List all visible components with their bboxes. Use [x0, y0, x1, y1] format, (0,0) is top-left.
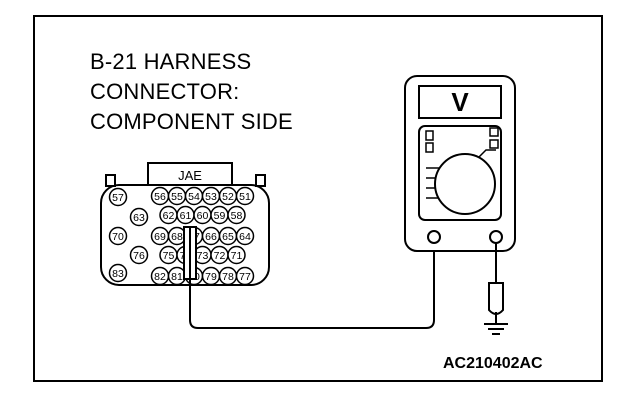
meter-selector-dial: [434, 153, 496, 215]
terminal-70: [108, 226, 128, 246]
terminal-label: 63: [133, 212, 145, 224]
meter-indicator-right-bottom: [489, 139, 499, 149]
terminal-label: 64: [239, 231, 251, 243]
meter-indicator-right-top: [489, 127, 499, 137]
terminal-label: 58: [231, 210, 243, 222]
meter-jack-common: [489, 230, 503, 244]
figure-code: AC210402AC: [443, 355, 543, 372]
title-line-1: B-21 HARNESS: [90, 49, 252, 74]
terminal-label: 59: [214, 210, 226, 222]
terminal-label: 71: [231, 250, 243, 262]
terminal-label: 72: [214, 250, 226, 262]
connector-maker-label: JAE: [178, 168, 202, 183]
ground-clip: [488, 282, 504, 315]
terminal-label: 66: [205, 231, 217, 243]
terminal-label: 78: [222, 271, 234, 283]
terminal-51: [235, 186, 255, 206]
terminal-label: 55: [171, 191, 183, 203]
meter-indicator-left-bottom: [425, 142, 434, 153]
terminal-label: 77: [239, 271, 251, 283]
terminal-label: 62: [163, 210, 175, 222]
terminal-83: [108, 263, 128, 283]
connector-tab-left: [105, 174, 116, 187]
terminal-64: [235, 226, 255, 246]
terminal-label: 68: [171, 231, 183, 243]
meter-display: [418, 85, 502, 119]
terminal-71: [227, 245, 246, 265]
terminal-label: 52: [222, 191, 234, 203]
terminal-label: 82: [154, 271, 166, 283]
terminal-label: 81: [171, 271, 183, 283]
terminal-label: 61: [180, 210, 192, 222]
terminal-label: 53: [205, 191, 217, 203]
terminal-58: [227, 205, 246, 225]
meter-indicator-left-top: [425, 130, 434, 141]
title-line-3: COMPONENT SIDE: [90, 109, 293, 134]
terminal-label: 79: [205, 271, 217, 283]
meter-range-ticks: [426, 167, 446, 199]
terminal-label: 60: [197, 210, 209, 222]
terminal-label: 54: [188, 191, 200, 203]
title-line-2: CONNECTOR:: [90, 79, 240, 104]
terminal-label: 83: [112, 268, 124, 280]
figure-frame: [33, 15, 603, 382]
terminal-label: 70: [112, 231, 124, 243]
terminal-label: 76: [133, 250, 145, 262]
terminal-63: [129, 207, 149, 227]
connector-latch: [147, 162, 233, 186]
terminal-label: 51: [239, 191, 251, 203]
terminal-label: 65: [222, 231, 234, 243]
voltmeter: V: [404, 75, 516, 252]
test-probe: [183, 226, 197, 280]
connector-tab-right: [255, 174, 266, 187]
terminal-label: 75: [163, 250, 175, 262]
terminal-label: 57: [112, 192, 124, 204]
ground-lead: [484, 243, 508, 335]
terminal-label: 73: [197, 250, 209, 262]
meter-unit-symbol: V: [451, 87, 469, 117]
test-lead-wire: [189, 243, 435, 329]
terminal-77: [235, 266, 255, 286]
terminal-label: 56: [154, 191, 166, 203]
terminal-label: 69: [154, 231, 166, 243]
terminal-76: [129, 245, 149, 265]
meter-jack-positive: [427, 230, 441, 244]
terminal-57: [108, 187, 128, 207]
